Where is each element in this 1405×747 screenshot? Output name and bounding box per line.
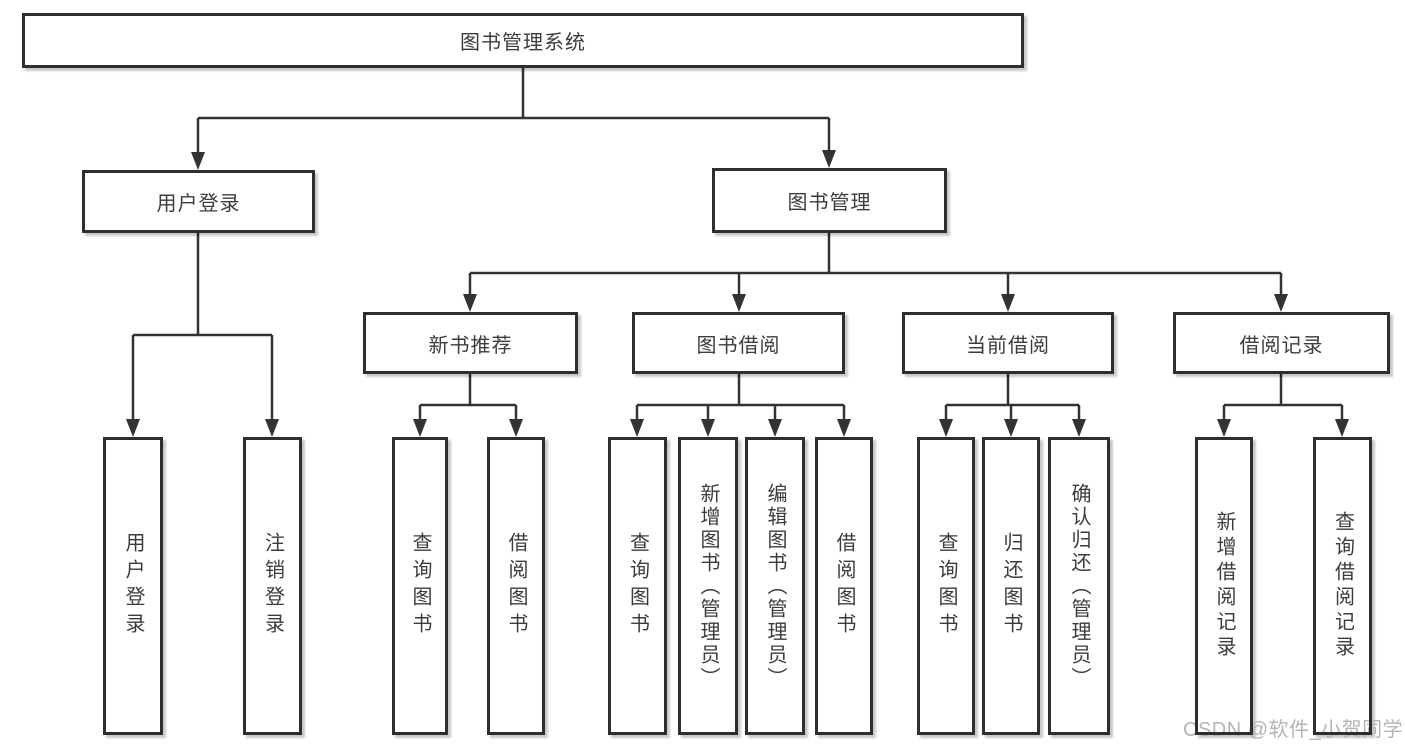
node-label: 归还图书 (1000, 532, 1022, 640)
node-label: 借阅图书 (833, 532, 855, 640)
node-label: 查询图书 (409, 532, 431, 640)
node-label: 新书推荐 (428, 334, 513, 357)
node-book-borrow: 图书借阅 (632, 312, 845, 374)
leaf-return-book: 归还图书 (982, 437, 1040, 735)
node-label: 查询图书 (935, 532, 957, 640)
node-label: 查询借阅记录 (1331, 511, 1354, 661)
node-label: 新增图书（管理员） (697, 482, 719, 690)
leaf-query-borrow-record: 查询借阅记录 (1313, 437, 1372, 735)
node-label: 注销登录 (261, 532, 284, 640)
node-current-borrow: 当前借阅 (902, 312, 1114, 374)
leaf-query-books-current: 查询图书 (917, 437, 975, 735)
node-label: 查询图书 (626, 532, 649, 640)
leaf-edit-book-admin: 编辑图书（管理员） (745, 437, 805, 735)
leaf-query-books-borrow: 查询图书 (608, 437, 667, 735)
leaf-logout: 注销登录 (243, 437, 302, 735)
leaf-borrow-books: 借阅图书 (815, 437, 873, 735)
node-library-system: 图书管理系统 (22, 13, 1024, 68)
node-new-book-recommend: 新书推荐 (363, 312, 578, 374)
leaf-query-books-recommend: 查询图书 (392, 437, 448, 735)
node-label: 借阅图书 (505, 532, 527, 640)
leaf-user-login: 用户登录 (103, 437, 163, 735)
leaf-add-book-admin: 新增图书（管理员） (678, 437, 738, 735)
node-label: 确认归还（管理员） (1068, 482, 1090, 690)
node-book-management: 图书管理 (712, 168, 947, 233)
node-label: 用户登录 (156, 193, 241, 215)
node-label: 当前借阅 (966, 334, 1050, 357)
csdn-watermark: CSDN @软件_小贺同学 (1183, 719, 1404, 741)
node-label: 图书借阅 (696, 334, 781, 357)
node-label: 借阅记录 (1239, 334, 1324, 357)
node-label: 新增借阅记录 (1213, 511, 1235, 661)
node-label: 用户登录 (122, 532, 144, 640)
leaf-confirm-return-admin: 确认归还（管理员） (1048, 437, 1110, 735)
node-label: 编辑图书（管理员） (764, 482, 786, 690)
node-label: 图书管理 (787, 192, 872, 214)
node-borrow-records: 借阅记录 (1173, 312, 1390, 374)
node-label: 图书管理系统 (460, 32, 586, 54)
leaf-borrow-books-recommend: 借阅图书 (487, 437, 545, 735)
node-user-login: 用户登录 (82, 170, 315, 233)
leaf-add-borrow-record: 新增借阅记录 (1195, 437, 1253, 735)
